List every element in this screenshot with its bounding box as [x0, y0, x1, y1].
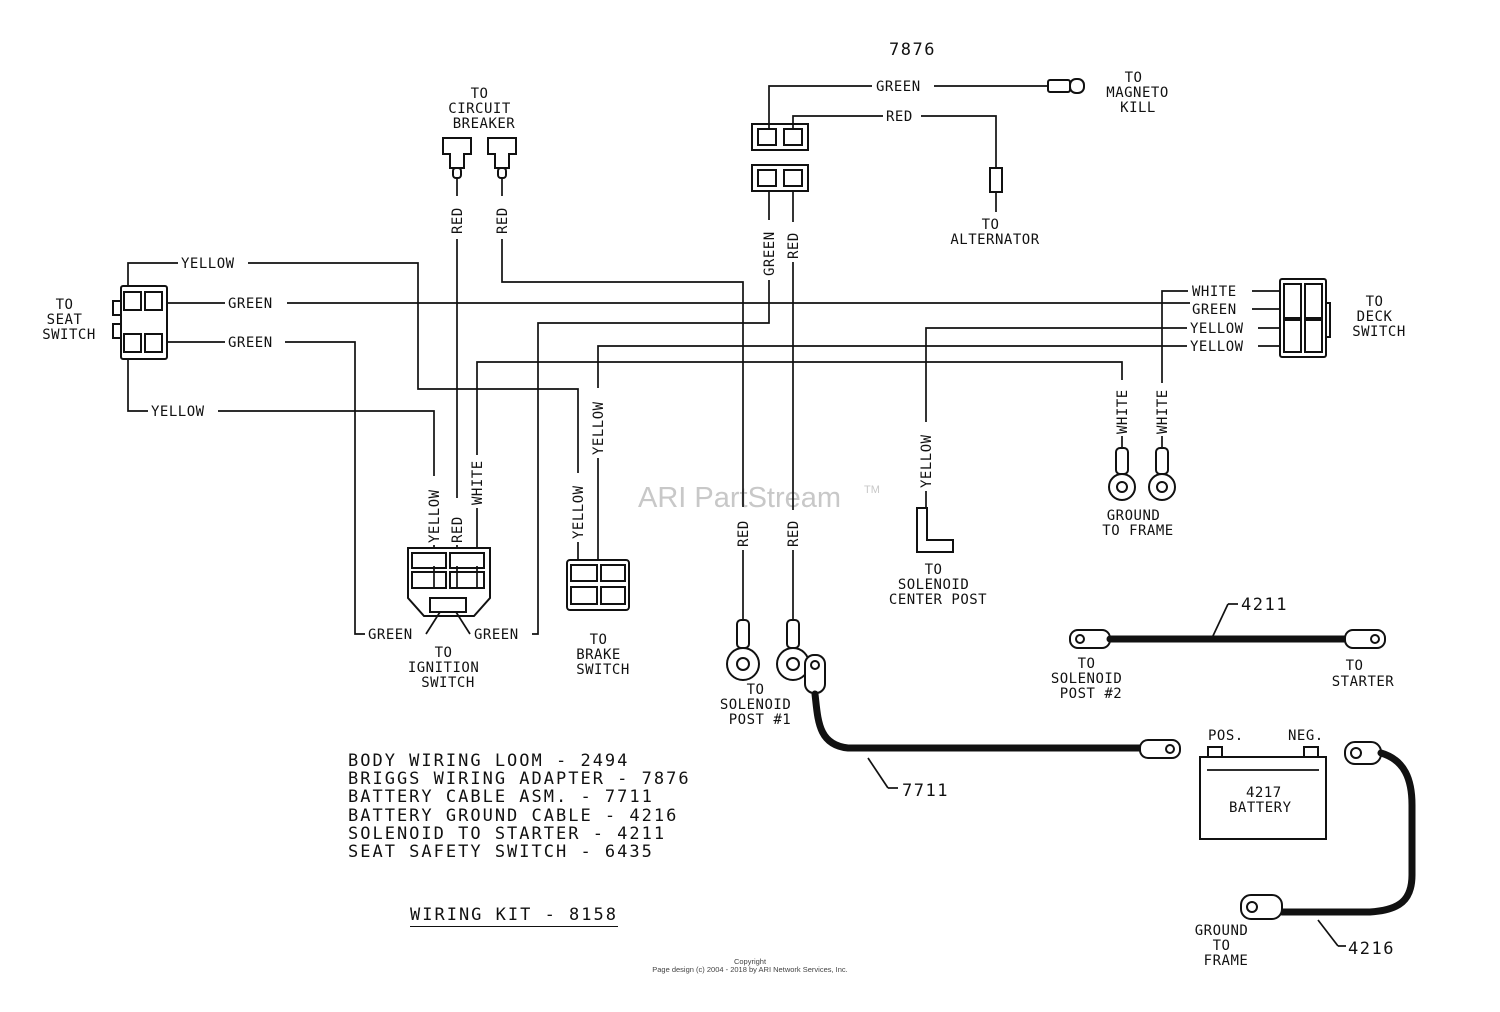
red-wire-to-alternator: RED [792, 109, 1003, 212]
green-wire-deck-end: GREEN [1192, 302, 1280, 318]
svg-text:YELLOW: YELLOW [427, 489, 443, 543]
svg-text:RED: RED [495, 207, 511, 234]
parts-list-item: BATTERY GROUND CABLE - 4216 [348, 805, 679, 826]
svg-text:GREEN: GREEN [876, 79, 921, 95]
watermark-tm: TM [864, 484, 880, 496]
svg-text:RED: RED [450, 516, 466, 543]
kit-title: WIRING KIT - 8158 [410, 905, 618, 927]
solenoid-post1-terminal-right [776, 619, 810, 681]
solenoid-post2-label: TO SOLENOID POST #2 [1051, 656, 1131, 702]
copyright-notice: Copyright Page design (c) 2004 - 2018 by… [600, 958, 900, 974]
svg-text:YELLOW: YELLOW [1190, 339, 1244, 355]
svg-text:GREEN: GREEN [762, 231, 778, 276]
svg-text:GREEN: GREEN [368, 627, 413, 643]
solenoid-center-post-label: TO SOLENOID CENTER POST [889, 562, 987, 608]
yellow-wire-seat-to-brake: YELLOW YELLOW [127, 256, 587, 560]
alternator-label: TO ALTERNATOR [950, 217, 1039, 248]
green-wire-seat-to-ignition: GREEN [167, 335, 365, 635]
svg-text:YELLOW: YELLOW [151, 404, 205, 420]
brake-switch-label: TO BRAKE SWITCH [576, 632, 630, 678]
svg-text:RED: RED [786, 520, 802, 547]
battery-neg-label: NEG. [1288, 728, 1324, 744]
battery-number: 4217 [1246, 785, 1282, 801]
battery-ground-cable-4216: 4216 [1240, 741, 1416, 959]
svg-text:RED: RED [450, 207, 466, 234]
circuit-breaker-terminal-right [487, 137, 517, 179]
svg-text:GREEN: GREEN [1192, 302, 1237, 318]
ground-ring-terminal-left [1108, 447, 1136, 501]
svg-text:4216: 4216 [1348, 939, 1395, 959]
yellow-wire-deck-to-brake: YELLOW YELLOW [591, 339, 1280, 560]
battery-ground-label: GROUND TO FRAME [1195, 923, 1258, 969]
battery-cable-7711: 7711 [804, 654, 1181, 801]
white-wire-ignition-to-ground-left: WHITE WHITE [470, 361, 1131, 588]
brake-switch-connector [566, 559, 630, 611]
parts-list-item: BRIGGS WIRING ADAPTER - 7876 [348, 769, 691, 790]
parts-list: BODY WIRING LOOM - 2494 BRIGGS WIRING AD… [348, 752, 691, 861]
starter-label: TO STARTER [1332, 658, 1395, 690]
deck-switch-connector [1279, 278, 1331, 358]
magneto-kill-label: TO MAGNETO KILL [1106, 70, 1177, 116]
green-wire-seat-to-deck: GREEN [167, 296, 1190, 312]
svg-text:GREEN: GREEN [474, 627, 519, 643]
adapter-connector-top [751, 123, 809, 151]
svg-text:YELLOW: YELLOW [591, 401, 607, 455]
red-wire-breaker-to-solenoid: RED RED [495, 178, 752, 620]
svg-text:YELLOW: YELLOW [571, 485, 587, 539]
svg-text:RED: RED [886, 109, 913, 125]
magneto-kill-connector [1047, 78, 1085, 94]
ignition-green-labels: GREEN GREEN [368, 627, 519, 643]
svg-text:RED: RED [786, 232, 802, 259]
solenoid-center-terminal [916, 507, 954, 553]
parts-list-item: BATTERY CABLE ASM. - 7711 [348, 787, 654, 808]
svg-text:GREEN: GREEN [228, 335, 273, 351]
white-wire-deck-to-ground-right: WHITE WHITE [1155, 284, 1280, 448]
solenoid-post1-terminal-left [726, 619, 760, 681]
seat-switch-label: TO SEAT SWITCH [42, 297, 96, 343]
svg-text:GREEN: GREEN [228, 296, 273, 312]
yellow-wire-seat-to-ignition: YELLOW YELLOW [127, 359, 443, 588]
battery-pos-label: POS. [1208, 728, 1244, 744]
svg-text:WHITE: WHITE [1115, 389, 1131, 434]
ignition-switch-label: TO IGNITION SWITCH [408, 645, 488, 691]
svg-text:YELLOW: YELLOW [181, 256, 235, 272]
copyright-line1: Copyright [733, 957, 767, 966]
green-wire-adapter-to-ignition: GREEN [532, 191, 778, 635]
battery [1199, 746, 1327, 840]
ignition-switch-connector [407, 547, 491, 635]
svg-text:WHITE: WHITE [1192, 284, 1237, 300]
svg-text:WHITE: WHITE [470, 460, 486, 505]
seat-switch-connector [112, 285, 168, 360]
parts-list-item: SOLENOID TO STARTER - 4211 [348, 823, 667, 844]
ground-ring-terminal-right [1148, 447, 1176, 501]
svg-text:WHITE: WHITE [1155, 389, 1171, 434]
svg-text:RED: RED [736, 520, 752, 547]
deck-switch-label: TO DECK SWITCH [1352, 294, 1406, 340]
svg-text:YELLOW: YELLOW [919, 434, 935, 488]
adapter-number: 7876 [889, 40, 936, 60]
copyright-line2: Page design (c) 2004 - 2018 by ARI Netwo… [652, 965, 848, 974]
solenoid-post1-label: TO SOLENOID POST #1 [720, 682, 800, 728]
red-wire-breaker-to-ignition: RED RED [450, 178, 466, 588]
yellow-wire-deck-to-solenoid: YELLOW YELLOW [919, 321, 1280, 508]
battery-name: BATTERY [1229, 800, 1292, 816]
svg-text:7711: 7711 [902, 781, 949, 801]
watermark: ARI PartStream [638, 482, 841, 514]
adapter-connector-bottom [751, 164, 809, 192]
green-wire-to-magneto: GREEN [768, 79, 1048, 129]
red-wire-adapter-to-solenoid: RED RED [786, 191, 802, 620]
svg-text:YELLOW: YELLOW [1190, 321, 1244, 337]
circuit-breaker-terminal-left [442, 137, 472, 179]
circuit-breaker-label: TO CIRCUIT BREAKER [448, 86, 519, 132]
ground-to-frame-label: GROUND TO FRAME [1102, 508, 1173, 539]
svg-text:4211: 4211 [1241, 595, 1288, 615]
parts-list-item: SEAT SAFETY SWITCH - 6435 [348, 842, 654, 863]
parts-list-item: BODY WIRING LOOM - 2494 [348, 751, 630, 771]
solenoid-starter-cable-4211: 4211 [1069, 595, 1386, 649]
